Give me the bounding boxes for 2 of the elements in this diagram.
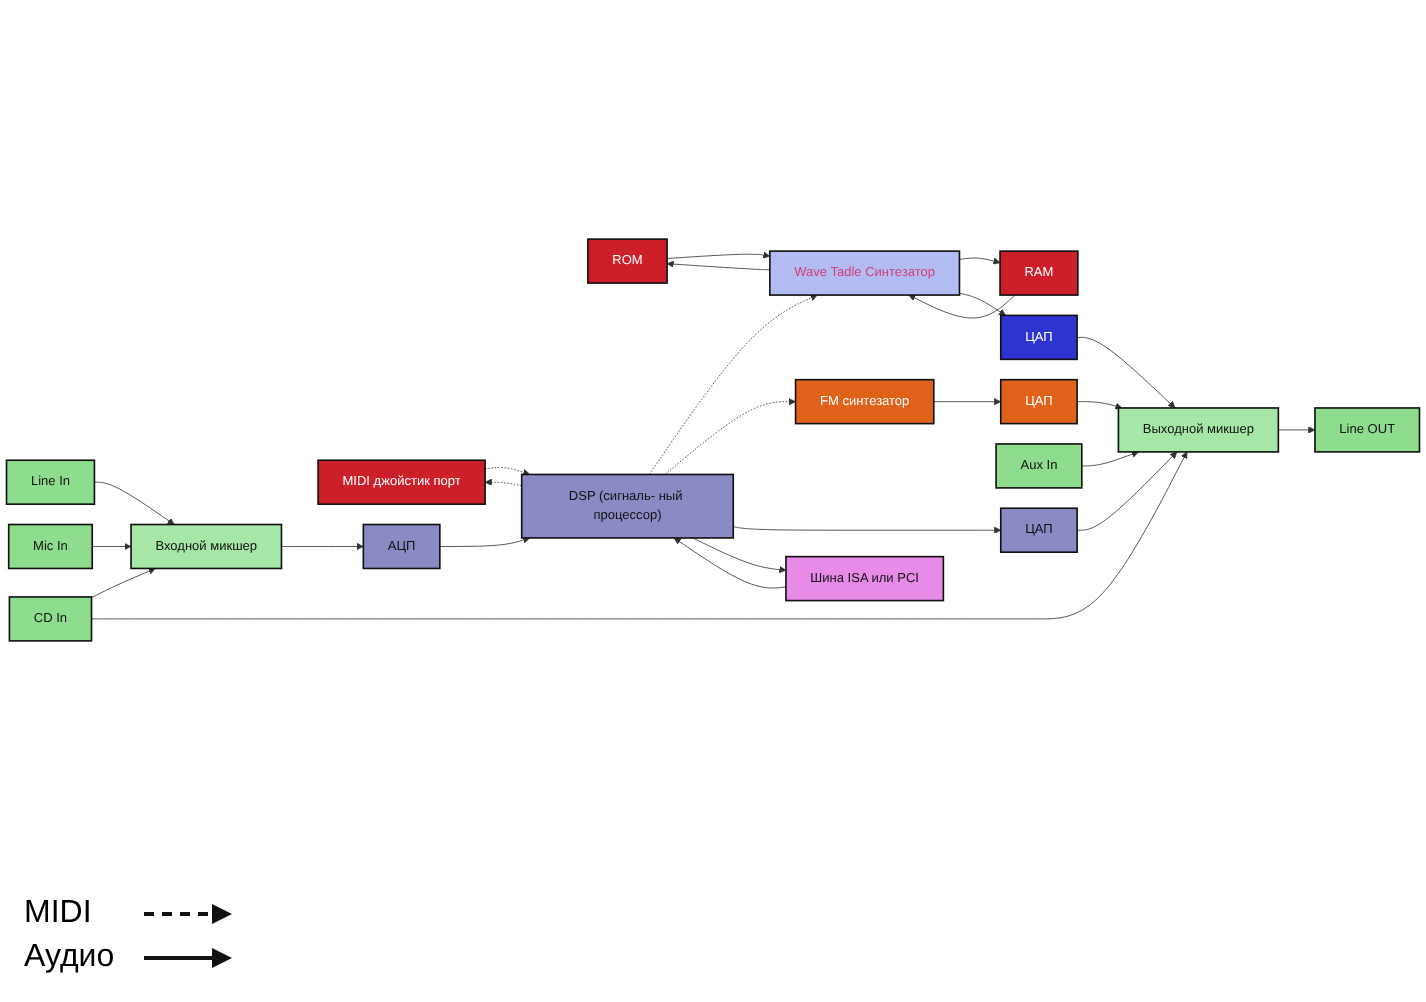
legend-label: MIDI	[24, 896, 94, 932]
legend-label: Аудио	[24, 940, 117, 976]
